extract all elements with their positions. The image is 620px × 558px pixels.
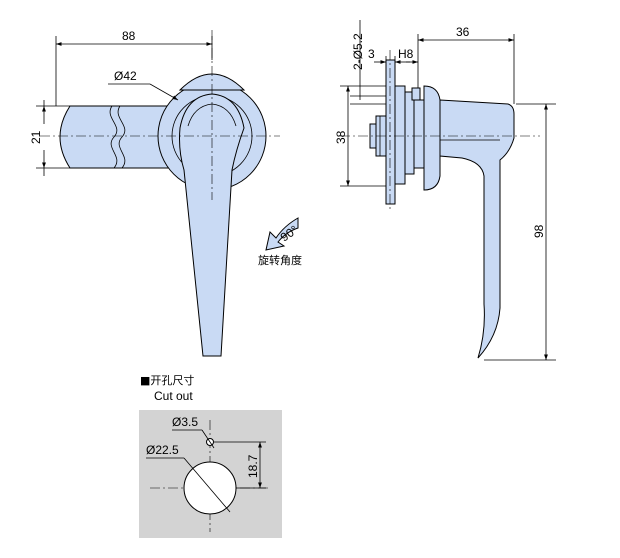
front-view: 88 Ø42 21 <box>29 29 280 357</box>
rotation-label: 旋转角度 <box>258 253 302 267</box>
side-body <box>423 85 441 191</box>
dim-38: 38 <box>334 130 348 144</box>
dim-98: 98 <box>532 224 546 238</box>
front-lever-break-line <box>109 105 118 169</box>
dim-large-hole-22-5: Ø22.5 <box>146 443 179 457</box>
side-view: 2-Ø5.2 3 H8 36 38 98 <box>334 20 556 361</box>
cutout-title-en: Cut out <box>154 389 193 403</box>
dim-height-21: 21 <box>29 130 43 144</box>
rotation-arrow-icon <box>265 217 299 251</box>
dim-width-88: 88 <box>122 29 136 43</box>
rotation-indicator: 90° 旋转角度 <box>258 217 302 267</box>
cutout-section: ■开孔尺寸 Cut out Ø3.5 Ø22.5 18.7 <box>139 373 282 538</box>
side-panel-plate <box>385 59 396 205</box>
front-handle <box>179 93 245 357</box>
front-lever-horizontal <box>59 105 171 169</box>
dim-3: 3 <box>368 47 375 61</box>
dim-h8: H8 <box>398 47 414 61</box>
cutout-title-cn: ■开孔尺寸 <box>140 373 194 387</box>
dim-holes-5-2: 2-Ø5.2 <box>351 33 365 70</box>
dim-small-hole-3-5: Ø3.5 <box>172 415 198 429</box>
front-cap <box>178 73 246 91</box>
dim-36: 36 <box>456 25 470 39</box>
dim-diameter-42: Ø42 <box>114 69 137 83</box>
side-handle <box>439 99 515 359</box>
dim-offset-18-7: 18.7 <box>246 454 260 478</box>
side-washer <box>394 85 406 185</box>
